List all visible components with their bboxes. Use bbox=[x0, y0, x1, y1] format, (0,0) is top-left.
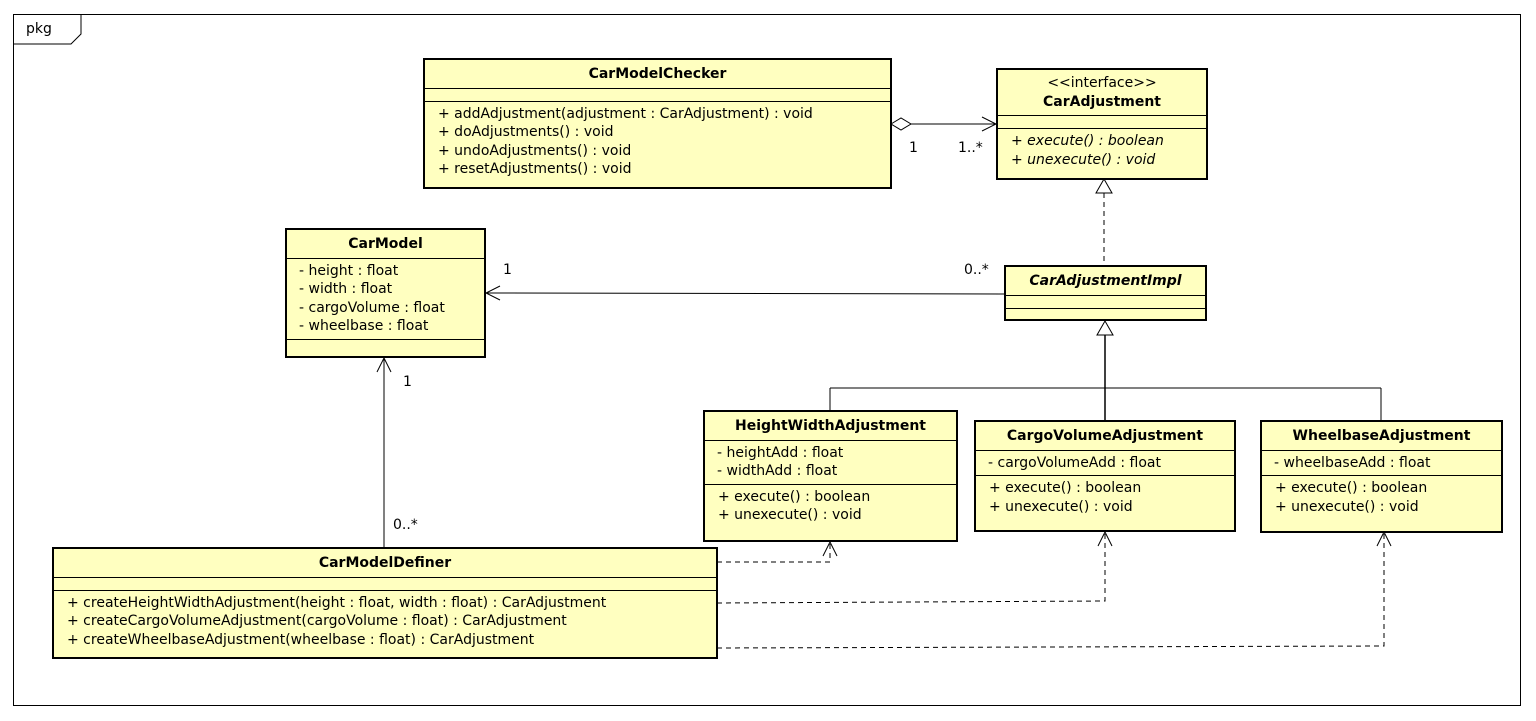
class-wheelbaseadjustment[interactable]: WheelbaseAdjustment - wheelbaseAdd : flo… bbox=[1260, 420, 1503, 533]
package-name: pkg bbox=[26, 21, 52, 37]
operation: + resetAdjustments() : void bbox=[438, 161, 632, 177]
stereotype-label: <<interface>> bbox=[1047, 75, 1157, 91]
dependency-definer-wheelbase bbox=[716, 530, 1392, 649]
realization-impl-adjustment bbox=[1095, 177, 1113, 266]
class-name: CarModel bbox=[348, 236, 423, 252]
class-name: WheelbaseAdjustment bbox=[1292, 428, 1471, 444]
class-heightwidthadjustment[interactable]: HeightWidthAdjustment - heightAdd : floa… bbox=[703, 410, 958, 542]
attributes-compartment bbox=[425, 87, 890, 101]
attribute: - width : float bbox=[299, 281, 393, 297]
attribute: - wheelbaseAdd : float bbox=[1274, 454, 1431, 471]
association-impl-carmodel bbox=[484, 285, 1005, 301]
multiplicity-label: 1 bbox=[909, 140, 918, 156]
class-carmodel[interactable]: CarModel - height : float - width : floa… bbox=[285, 228, 486, 358]
operations-compartment: + addAdjustment(adjustment : CarAdjustme… bbox=[425, 100, 890, 182]
package-frame-label: pkg bbox=[13, 14, 82, 45]
operation: + createHeightWidthAdjustment(height : f… bbox=[67, 594, 607, 611]
class-carmodeldefiner[interactable]: CarModelDefiner + createHeightWidthAdjus… bbox=[52, 547, 718, 659]
aggregation-diamond bbox=[890, 117, 912, 131]
attributes-compartment: - height : float - width : float - cargo… bbox=[287, 257, 484, 339]
open-arrowhead bbox=[484, 285, 501, 301]
operations-compartment: + execute() : boolean + unexecute() : vo… bbox=[976, 475, 1234, 519]
open-arrowhead bbox=[376, 356, 392, 373]
open-arrowhead bbox=[1097, 530, 1113, 547]
operation: + createCargoVolumeAdjustment(cargoVolum… bbox=[67, 613, 567, 629]
interface-caradjustment[interactable]: <<interface>> CarAdjustment + execute() … bbox=[996, 68, 1208, 180]
operations-compartment: + createHeightWidthAdjustment(height : f… bbox=[54, 589, 716, 653]
dependency-definer-cargo bbox=[716, 530, 1113, 604]
multiplicity-label: 0..* bbox=[393, 517, 418, 533]
attributes-compartment: - wheelbaseAdd : float bbox=[1262, 449, 1501, 476]
operation: + execute() : boolean bbox=[989, 480, 1142, 496]
class-name: HeightWidthAdjustment bbox=[734, 418, 926, 434]
operation: + addAdjustment(adjustment : CarAdjustme… bbox=[438, 105, 813, 122]
attributes-compartment bbox=[1006, 294, 1205, 308]
operations-compartment bbox=[287, 338, 484, 352]
attribute: - cargoVolumeAdd : float bbox=[988, 454, 1161, 471]
attribute: - wheelbase : float bbox=[299, 318, 429, 334]
attributes-compartment: - cargoVolumeAdd : float bbox=[976, 449, 1234, 476]
operation: + unexecute() : void bbox=[989, 498, 1133, 515]
class-name: CarModelDefiner bbox=[318, 555, 452, 571]
multiplicity-label: 1 bbox=[503, 262, 512, 278]
multiplicity-label: 1 bbox=[403, 374, 412, 390]
operation: + execute() : boolean bbox=[1275, 480, 1428, 496]
class-name: CarModelChecker bbox=[588, 66, 727, 82]
operation: + createWheelbaseAdjustment(wheelbase : … bbox=[67, 631, 535, 648]
open-arrowhead bbox=[822, 540, 838, 557]
operation: + execute() : boolean bbox=[718, 488, 871, 505]
operation: + unexecute() : void bbox=[718, 507, 862, 523]
operations-compartment: + execute() : boolean + unexecute() : vo… bbox=[998, 128, 1206, 172]
multiplicity-label: 1..* bbox=[958, 140, 983, 156]
attribute: - heightAdd : float bbox=[717, 444, 844, 461]
class-caradjustmentimpl[interactable]: CarAdjustmentImpl bbox=[1004, 265, 1207, 321]
package-frame bbox=[13, 14, 1521, 706]
attributes-compartment: - heightAdd : float - widthAdd : float bbox=[705, 439, 956, 484]
class-carmodelchecker[interactable]: CarModelChecker + addAdjustment(adjustme… bbox=[423, 58, 892, 189]
dependency-definer-heightwidth bbox=[717, 540, 838, 563]
operation: + execute() : boolean bbox=[1011, 133, 1164, 149]
attribute: - cargoVolume : float bbox=[299, 299, 445, 316]
generalization-triangle bbox=[1096, 319, 1114, 336]
realization-triangle bbox=[1095, 177, 1113, 194]
attribute: - height : float bbox=[299, 262, 399, 279]
operation: + doAdjustments() : void bbox=[438, 124, 614, 140]
generalization-tree bbox=[829, 319, 1382, 421]
attributes-compartment bbox=[998, 115, 1206, 128]
operation: + unexecute() : void bbox=[1275, 498, 1419, 515]
class-name: CarAdjustmentImpl bbox=[1029, 273, 1182, 289]
attribute: - widthAdd : float bbox=[717, 463, 838, 479]
operations-compartment bbox=[1006, 307, 1205, 321]
class-name: CargoVolumeAdjustment bbox=[1006, 428, 1204, 444]
attributes-compartment bbox=[54, 576, 716, 590]
class-name: CarAdjustment bbox=[1042, 93, 1161, 110]
multiplicity-label: 0..* bbox=[964, 262, 989, 278]
operations-compartment: + execute() : boolean + unexecute() : vo… bbox=[1262, 475, 1501, 519]
package-tab-shape bbox=[13, 14, 82, 45]
operation: + unexecute() : void bbox=[1011, 151, 1156, 168]
operation: + undoAdjustments() : void bbox=[438, 142, 632, 159]
aggregation-checker-adjustment bbox=[890, 116, 998, 132]
class-cargovolumeadjustment[interactable]: CargoVolumeAdjustment - cargoVolumeAdd :… bbox=[974, 420, 1236, 532]
operations-compartment: + execute() : boolean + unexecute() : vo… bbox=[705, 483, 956, 528]
association-definer-carmodel bbox=[376, 356, 392, 548]
